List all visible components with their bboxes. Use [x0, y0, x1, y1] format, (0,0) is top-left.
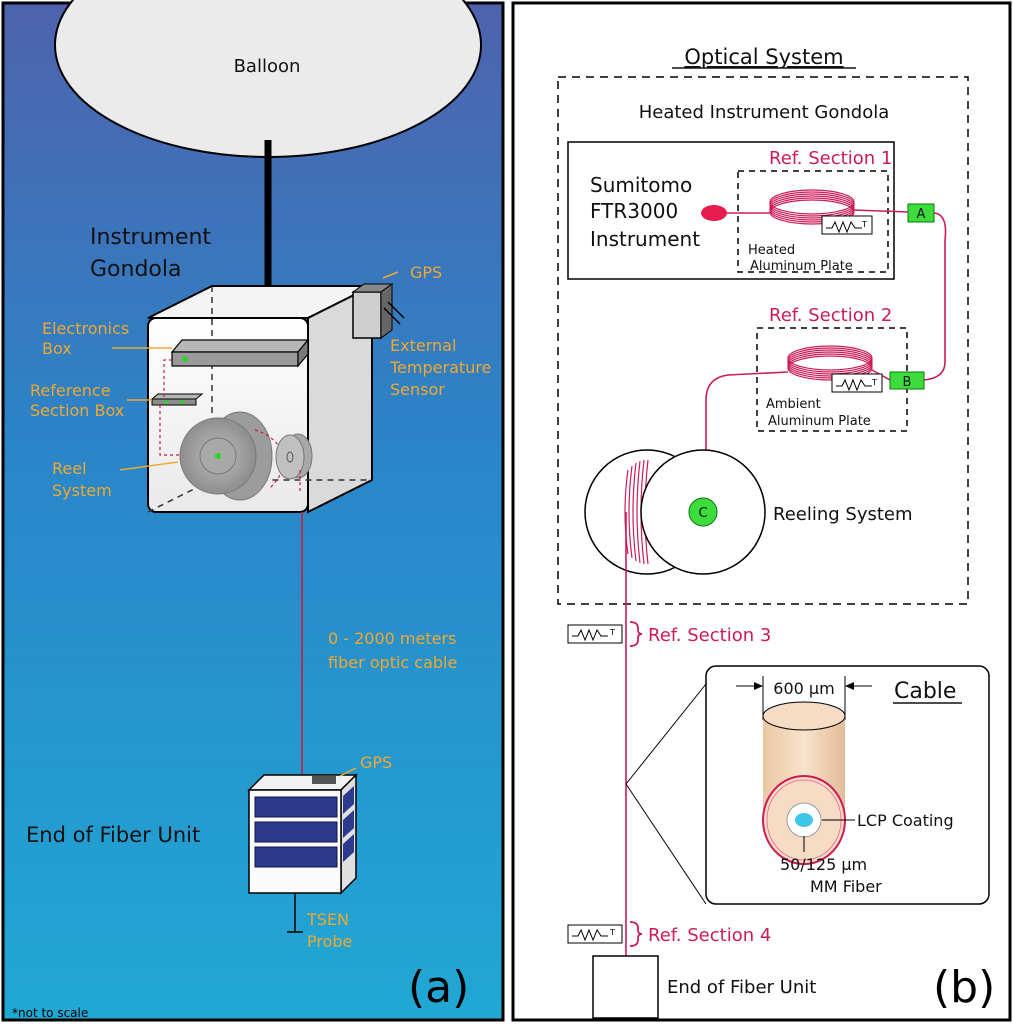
heated-plate-label: Heated Aluminum Plate: [748, 243, 853, 274]
heated-plate-box: [737, 170, 889, 273]
coil-ref-section-2: [787, 345, 873, 381]
electronics-box-label: Electronics Box: [42, 319, 134, 358]
gps-bottom-label: GPS: [360, 753, 392, 772]
fiber-a-to-b: [923, 212, 947, 381]
svg-text:A: A: [917, 207, 926, 222]
end-of-fiber-unit-b-label: End of Fiber Unit: [667, 977, 816, 998]
reel-system: [179, 411, 313, 501]
thermistor-3: T: [567, 624, 623, 644]
instrument-gondola-label: Instrument Gondola: [90, 225, 218, 282]
reel-system-label: Reel System: [52, 459, 112, 500]
reeling-system: C: [584, 449, 766, 575]
not-to-scale-note: *not to scale: [12, 1006, 88, 1020]
gps-top-box: [351, 283, 405, 339]
electronics-box: [170, 338, 310, 368]
brace-ref-3: [629, 621, 643, 647]
internal-fiber-route: [159, 359, 218, 456]
end-of-fiber-unit-box: [247, 773, 358, 895]
panel-a: Balloon Instrument Gondola GPS: [1, 0, 505, 1022]
ref-section-3-label: Ref. Section 3: [648, 625, 771, 646]
mm-fiber-label: 50/125 µm MM Fiber: [780, 855, 882, 896]
thermistor-1: T: [821, 215, 873, 235]
end-of-fiber-unit-b: [592, 955, 659, 1019]
ref-section-1-label: Ref. Section 1: [769, 148, 892, 169]
cable-inset: Cable 600 µm LCP Coating 50/125 µm MM Fi…: [625, 665, 990, 905]
connector-b: [889, 371, 925, 390]
reeling-system-label: Reeling System: [773, 504, 913, 525]
fiber-ref2-to-reel: [705, 371, 789, 512]
lcp-coating-label: LCP Coating: [857, 811, 954, 830]
cable-length-label: 0 - 2000 meters fiber optic cable: [328, 629, 461, 672]
svg-text:T: T: [861, 220, 867, 229]
cable-title: Cable: [894, 679, 956, 704]
instrument-box: [567, 141, 895, 280]
ref-section-2-label: Ref. Section 2: [769, 305, 892, 326]
end-of-fiber-unit-label: End of Fiber Unit: [26, 823, 200, 847]
tsen-probe-label: TSEN Probe: [306, 910, 354, 951]
svg-text:T: T: [871, 378, 877, 387]
external-temperature-sensor-label: External Temperature Sensor: [389, 336, 496, 399]
instrument-label: Sumitomo FTR3000 Instrument: [590, 173, 700, 251]
panel-b-label: (b): [933, 962, 995, 1013]
thermistor-4: T: [567, 924, 623, 944]
heated-gondola-boundary: [557, 76, 969, 605]
brace-ref-4: [629, 921, 643, 947]
svg-text:C: C: [698, 506, 707, 521]
coil-ref-section-1: [769, 189, 855, 225]
gps-top-label: GPS: [410, 263, 442, 282]
thermistor-2: T: [831, 373, 883, 393]
instrument-port: [701, 205, 727, 221]
connector-c: [688, 497, 718, 527]
cable-width-label: 600 µm: [773, 679, 834, 698]
reference-section-box-label: Reference Section Box: [30, 381, 124, 420]
tsen-probe: [287, 893, 303, 933]
ambient-plate-label: Ambient Aluminum Plate: [766, 397, 871, 429]
optical-system-title: Optical System: [684, 45, 843, 69]
heated-gondola-label: Heated Instrument Gondola: [639, 102, 890, 123]
ref-section-4-label: Ref. Section 4: [648, 925, 771, 946]
svg-text:T: T: [609, 628, 615, 637]
svg-text:B: B: [903, 375, 912, 390]
reference-section-box: [150, 393, 204, 406]
balloon-label: Balloon: [234, 56, 301, 77]
panel-b: Optical System Heated Instrument Gondola…: [511, 1, 1012, 1022]
svg-text:T: T: [609, 928, 615, 937]
panel-a-label: (a): [408, 962, 469, 1013]
